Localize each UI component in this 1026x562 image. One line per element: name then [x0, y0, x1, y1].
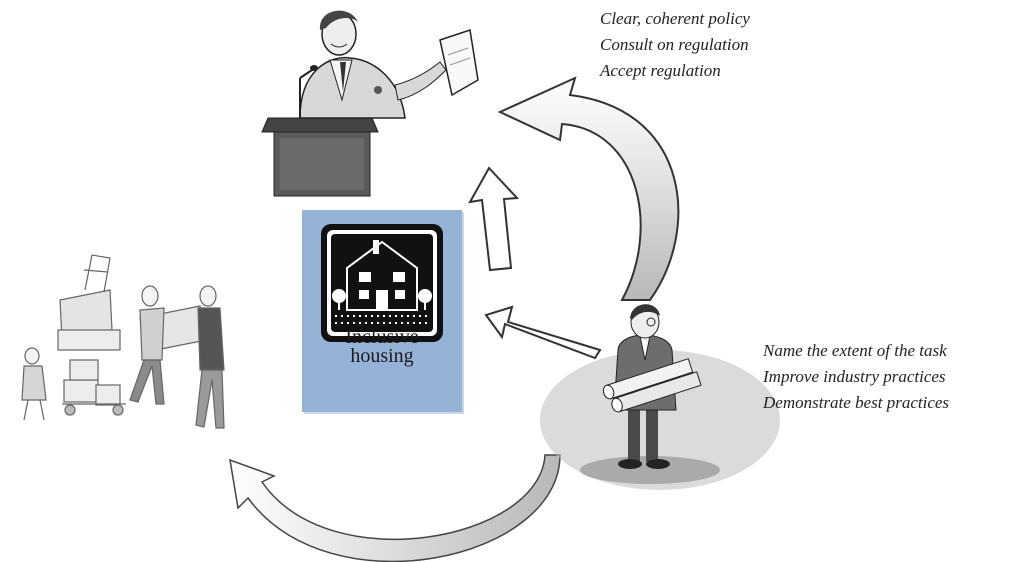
policy-action: Consult on regulation	[600, 35, 749, 54]
policy-action: Clear, coherent policy	[600, 9, 750, 28]
curved-arrow-industry-to-community	[229, 454, 561, 562]
industry-action: Improve industry practices	[763, 367, 946, 386]
industry-action: Name the extent of the task	[763, 341, 947, 360]
industry-actions: Name the extent of the task Improve indu…	[763, 338, 949, 416]
arrow-house-to-government	[468, 166, 520, 272]
house-caption-line1: Inclusive	[345, 326, 419, 348]
house-caption-line2: housing	[350, 345, 414, 367]
inclusive-housing-card: Inclusive housing	[302, 210, 462, 412]
architect-with-plans-icon	[540, 304, 780, 490]
industry-action: Demonstrate best practices	[763, 393, 950, 412]
policy-action: Accept regulation	[600, 61, 721, 80]
politician-at-podium-icon	[261, 10, 479, 197]
curved-arrow-industry-to-government	[497, 76, 680, 301]
arrow-industry-to-house	[484, 305, 602, 360]
government-actions: Clear, coherent policy Consult on regula…	[600, 6, 750, 84]
house-caption: Inclusive housing	[302, 326, 462, 367]
family-moving-furniture-icon	[21, 254, 225, 429]
house-icon	[321, 224, 443, 342]
